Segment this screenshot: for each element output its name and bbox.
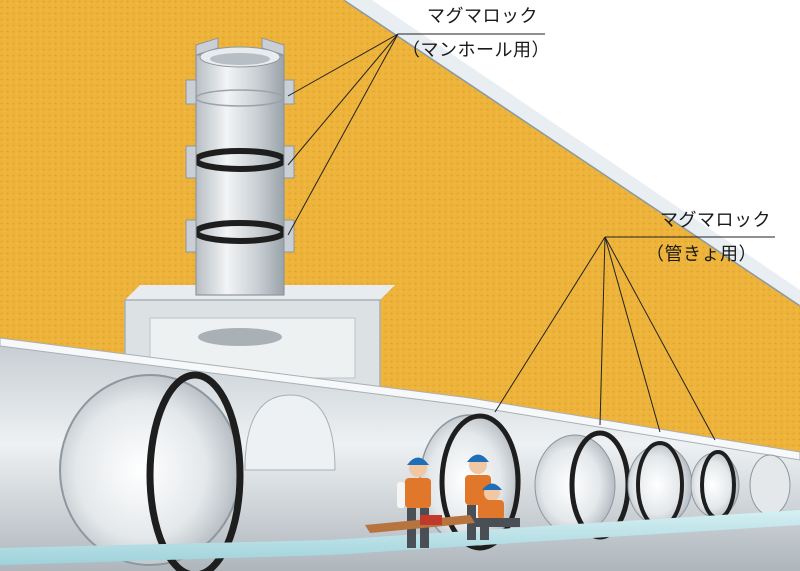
junction-inner-arch — [244, 394, 336, 471]
shaft-collar-left — [185, 145, 197, 179]
sewer-water-channel — [0, 510, 800, 565]
leader-lines-pipe — [494, 236, 775, 441]
pipe-end — [749, 454, 791, 516]
pipe-callout-subtitle: （管きょ用） — [646, 244, 757, 265]
pipe-bore-far — [534, 434, 616, 536]
shaft-collar-right — [283, 145, 295, 179]
tool-case — [420, 515, 442, 525]
manhole-callout-subtitle: （マンホール用） — [402, 40, 550, 61]
shaft-opening — [198, 328, 282, 346]
pipe-seal-band-main — [146, 371, 244, 571]
shaft-collar-left — [185, 79, 197, 105]
shaft-collar-right — [283, 219, 295, 253]
manhole-callout-title: マグマロック — [427, 6, 538, 27]
pipe-callout-title: マグマロック — [660, 210, 771, 231]
worker-kneeling — [470, 483, 520, 527]
shaft-bore — [210, 53, 270, 65]
manhole-shaft — [195, 54, 285, 296]
shaft-collar-right — [283, 79, 295, 105]
pipe-seal-band — [439, 413, 521, 551]
leader-lines-manhole — [287, 33, 545, 236]
sewer-pipe-crown — [0, 337, 800, 461]
shaft-collar-left — [185, 219, 197, 253]
ground-surface-band — [345, 0, 800, 305]
